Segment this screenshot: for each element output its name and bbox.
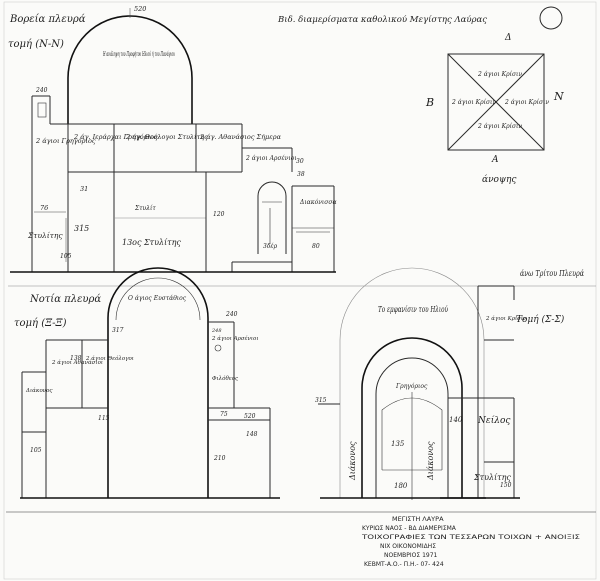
svg-text:148: 148 [246,431,258,438]
svg-text:105: 105 [30,447,42,454]
quadrant-left: 2 άγιοι Κρίσιν [451,99,496,106]
title-block: ΜΕΓΙΣΤΗ ΛΑΥΡΑ ΚΥΡΙΩΣ ΝΑΟΣ - ΒΔ ΔΙΑΜΕΡΙΣΜ… [361,515,581,568]
quadrant-bottom: 2 άγιοι Κρίσιν [477,123,522,130]
title-line-2: ΚΥΡΙΩΣ ΝΑΟΣ - ΒΔ ΔΙΑΜΕΡΙΣΜΑ [362,525,457,532]
north-left-upper-label: 2 άγιοι Γρηγόριος [35,137,96,145]
svg-text:80: 80 [312,243,320,250]
svg-text:Δ: Δ [504,33,512,43]
compass-bottom-word: άνοψης [482,174,517,185]
east-niche-label: Νείλος [477,415,511,426]
title-line-4: ΝΙΧ ΟΙΚΟΝΟΜΙΔΗΣ [380,543,436,550]
south-small-panel-label: 2 άγιοι Αρσένιοι [211,335,259,342]
east-top-label: άνω Τρίτου Πλευρά [520,269,584,278]
svg-text:N: N [553,90,564,103]
east-cut-label: Τομή (Σ-Σ) [516,314,565,325]
svg-text:317: 317 [112,327,124,334]
north-arch [67,15,193,124]
prothesis-right-vertical: Διάκονος [426,441,435,481]
north-section: Βορεία πλευρά τομή (Ν-Ν) 520 Η ανάληψη τ… [8,5,337,273]
north-lower-left-label: Στυλίτης [27,231,63,240]
plan-square [447,53,545,151]
svg-text:240: 240 [225,311,238,318]
svg-text:520: 520 [244,413,256,420]
north-niche-dim: 3δέρ [263,243,278,250]
svg-text:150: 150 [500,482,512,489]
prothesis-niche: Το εμφανίσιν του Ηλιού Γρηγόριος Διάκονο… [315,267,486,500]
compass-plan: Δ B N A άνοψης 2 άγιοι Κρίσιν 2 άγιοι Κρ… [425,33,564,185]
north-small-figure [37,102,47,118]
north-mid-center-label: 2 άγ. Θεόλογοι Στυλίτης [125,132,208,141]
svg-text:248: 248 [211,328,222,334]
sheet-title: Βιδ. διαμερίσματα καθολικού Μεγίστης Λαύ… [277,14,487,25]
svg-text:120: 120 [213,211,225,218]
svg-text:315: 315 [315,397,327,404]
svg-text:140: 140 [449,416,463,424]
title-line-3: ΤΟΙΧΟΓΡΑΦΙΕΣ ΤΩΝ ΤΕΣΣΑΡΩΝ ΤΟΙΧΩΝ + ΑΝΟΙΞ… [361,535,581,541]
south-cut-label: τομή (Ξ-Ξ) [14,318,67,329]
north-left-top-dim: 240 [35,87,48,94]
east-small-label: 2 άγιοι Κρίσιν [485,315,527,322]
svg-text:115: 115 [98,415,110,422]
north-mid-right-label: 2 άγ. Αθανάσιος Σήμερα [199,133,282,141]
quadrant-right: 2 άγιοι Κρίσιν [504,99,549,106]
svg-text:B: B [425,96,434,109]
south-fig-small-label: Φιλόθεος [212,375,239,382]
svg-text:180: 180 [394,482,408,490]
north-top-dim: 520 [134,5,146,13]
north-dim-305: 315 [74,224,89,233]
prothesis-arch-label: Το εμφανίσιν του Ηλιού [378,304,448,315]
north-small-niche [257,181,287,254]
sheet-frame [3,1,597,580]
svg-text:76: 76 [40,204,48,212]
north-stairs-label: Διακόνισσα [299,199,337,206]
south-arch-label: Ο άγιος Ευστάθιος [128,295,187,302]
north-right-upper-label: 2 άγιοι Αρσένιοι [245,155,297,162]
prothesis-inner-label: Γρηγόριος [395,383,428,390]
prothesis-outer-arch [361,337,463,498]
south-section: Νοτία πλευρά τομή (Ξ-Ξ) Ο άγιος Ευστάθιο… [14,267,280,499]
quadrant-top: 2 άγιοι Κρίσιν [477,71,522,78]
svg-text:A: A [491,155,499,165]
north-arch-label: Η ανάληψη του Προφήτου Ηλιού ή του Πανάγ… [103,50,175,58]
prothesis-left-vertical: Διάκονος [348,441,357,481]
svg-text:31: 31 [80,185,88,193]
north-cut-label: τομή (Ν-Ν) [8,39,64,50]
title-line-6: ΚΕΒΜΤ-Α.Ο.- Π.Η.- 07- 424 [364,561,444,568]
east-side: άνω Τρίτου Πλευρά Τομή (Σ-Σ) 2 άγιοι Κρί… [440,269,584,499]
north-faint-label: Στυλίτ [134,205,156,212]
svg-text:38: 38 [297,171,305,178]
circle-mark [539,6,563,30]
north-title: Βορεία πλευρά [9,14,86,25]
south-left-panel2-label: 2 άγιοι Θεόλογοι [85,355,134,362]
title-line-5: ΝΟΕΜΒΡΙΟΣ 1971 [384,552,438,559]
svg-text:75: 75 [220,411,228,418]
svg-text:30: 30 [296,158,304,165]
title-line-1: ΜΕΓΙΣΤΗ ΛΑΥΡΑ [392,515,444,523]
north-lower-center-label: 13ος Στυλίτης [122,238,181,247]
south-arch [107,267,209,498]
svg-text:138: 138 [70,355,82,362]
svg-text:210: 210 [213,455,226,462]
svg-text:105: 105 [60,253,72,260]
east-bottom-label: Στυλίτης [473,473,511,482]
south-narrow-panel-label: Διάκονος [25,387,53,394]
south-title: Νοτία πλευρά [29,294,101,305]
south-left-panel-label: 2 άγιοι Αθανάσιοι [51,359,103,366]
svg-text:135: 135 [391,440,405,448]
north-mid-left-label: 2 άγ. Ιεράρχαι Γρηγόριος [73,133,158,141]
